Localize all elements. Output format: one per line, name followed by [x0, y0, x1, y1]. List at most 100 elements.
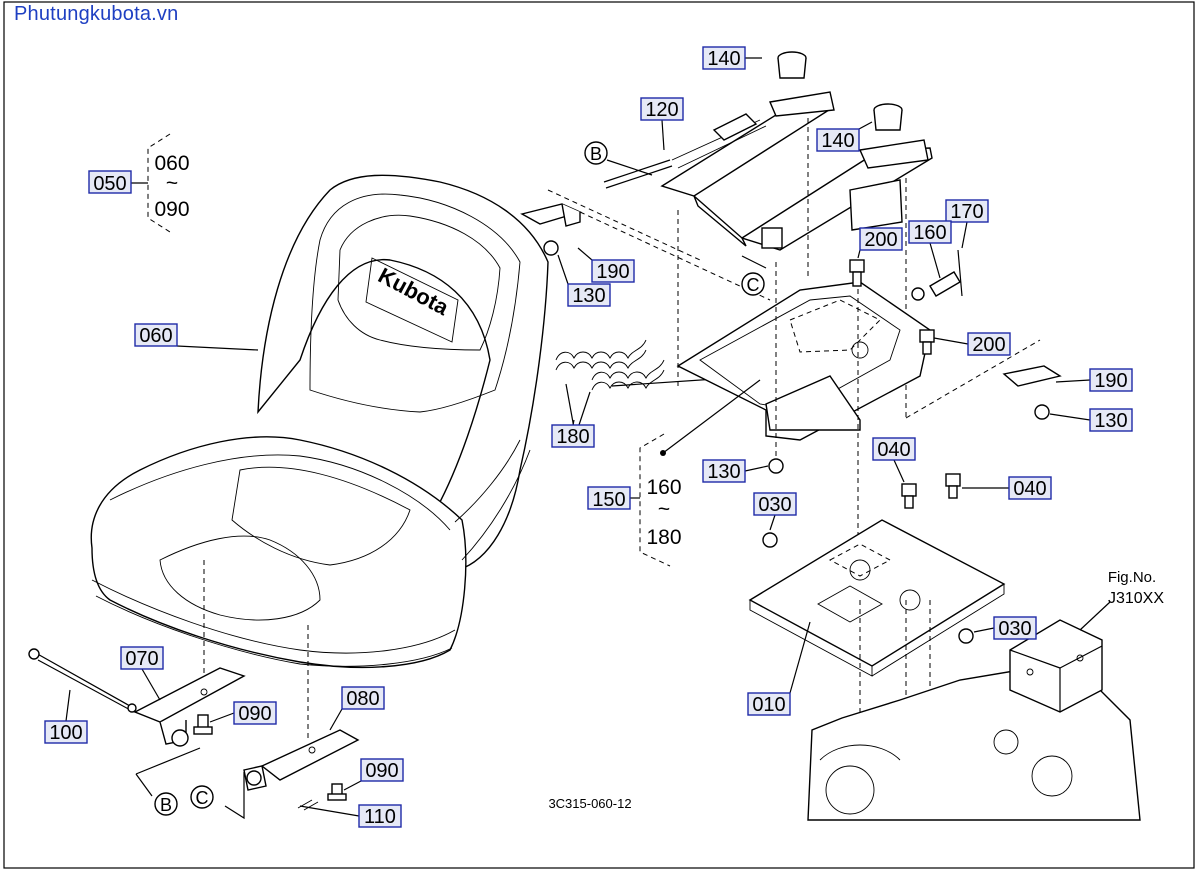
callout-leader [961, 221, 968, 249]
bracket-080 [243, 729, 360, 811]
callout-leader [209, 712, 235, 723]
callout-box [640, 97, 684, 121]
part-number-190[interactable]: 190 [596, 261, 629, 283]
callout-leader [661, 119, 665, 151]
callout-leader [557, 254, 569, 285]
callout-leader [893, 459, 905, 483]
callout-leader [744, 465, 769, 472]
view-arrows-top: B C [584, 141, 767, 296]
group-050-label: 050 [93, 173, 126, 195]
bracket-190-right [905, 339, 1062, 420]
group-050: 050 060 ~ 090 [88, 133, 190, 233]
callout-leader [1055, 379, 1091, 383]
callout-leader [857, 249, 861, 259]
callout-box [44, 720, 88, 744]
part-number-090[interactable]: 090 [238, 703, 271, 725]
part-number-030[interactable]: 030 [998, 618, 1031, 640]
part-number-010[interactable]: 010 [752, 694, 785, 716]
part-number-140[interactable]: 140 [821, 130, 854, 152]
callout-box [591, 259, 635, 283]
part-number-070[interactable]: 070 [125, 648, 158, 670]
part-number-030[interactable]: 030 [758, 494, 791, 516]
group-150-from: 160 [646, 476, 681, 499]
housing [807, 601, 1141, 821]
bracket-190-left [520, 189, 771, 301]
callout-box [945, 199, 989, 223]
callout-box [967, 332, 1011, 356]
part-number-040[interactable]: 040 [877, 439, 910, 461]
callout-box [859, 227, 903, 251]
callout-box [567, 283, 611, 307]
rail-assembly [603, 51, 933, 418]
part-number-130[interactable]: 130 [707, 461, 740, 483]
callout-box [120, 646, 164, 670]
part-number-130[interactable]: 130 [1094, 410, 1127, 432]
callout-leader [329, 708, 343, 731]
figure-code: 3C315-060-12 [548, 796, 631, 811]
part-number-200[interactable]: 200 [864, 229, 897, 251]
suspension-plate [676, 262, 931, 560]
seat-drawing: Kubota [90, 174, 549, 740]
part-number-040[interactable]: 040 [1013, 478, 1046, 500]
group-150-tilde: ~ [658, 498, 670, 521]
callout-leader [343, 780, 362, 791]
part-number-090[interactable]: 090 [365, 760, 398, 782]
callout-leader [858, 121, 873, 130]
callout-leader [577, 247, 593, 261]
callout-box [360, 758, 404, 782]
watermark: Phutungkubota.vn [14, 3, 179, 25]
base-plate-010 [748, 519, 1006, 820]
callout-leader [572, 419, 575, 426]
fig-no-label: Fig.No. [1108, 569, 1156, 586]
callout-box [993, 616, 1037, 640]
part-number-130[interactable]: 130 [572, 285, 605, 307]
part-number-190[interactable]: 190 [1094, 370, 1127, 392]
callout-leader [933, 337, 969, 345]
group-050-to: 090 [154, 198, 189, 221]
group-050-tilde: ~ [166, 172, 178, 195]
group-150-to: 180 [646, 526, 681, 549]
callout-box [1008, 476, 1052, 500]
callout-leader [929, 242, 941, 279]
part-number-080[interactable]: 080 [346, 688, 379, 710]
callout-box [702, 459, 746, 483]
callout-box [358, 804, 402, 828]
callout-leader [973, 627, 995, 633]
callouts: 1401201401701602001901302000601801901301… [44, 46, 1133, 828]
fig-no-value: J310XX [1108, 590, 1164, 607]
callout-box [134, 323, 178, 347]
part-number-140[interactable]: 140 [707, 48, 740, 70]
view-arrows-bottom: B C [135, 747, 245, 820]
callout-box [908, 220, 952, 244]
part-number-100[interactable]: 100 [49, 722, 82, 744]
callout-leader [65, 689, 71, 722]
callout-leader [1049, 413, 1091, 421]
callout-box [816, 128, 860, 152]
callout-leader [141, 668, 161, 701]
fasteners [762, 249, 974, 644]
part-number-180[interactable]: 180 [556, 426, 589, 448]
part-number-060[interactable]: 060 [139, 325, 172, 347]
part-number-120[interactable]: 120 [645, 99, 678, 121]
group-150-label: 150 [592, 489, 625, 511]
bracket-070 [28, 648, 246, 747]
callout-box [551, 424, 595, 448]
part-number-200[interactable]: 200 [972, 334, 1005, 356]
callout-box [872, 437, 916, 461]
view-mark-b-top: B [590, 144, 602, 164]
view-mark-c-top: C [747, 275, 760, 295]
part-number-160[interactable]: 160 [913, 222, 946, 244]
callout-box [233, 701, 277, 725]
callout-box [702, 46, 746, 70]
group-150: 150 160 ~ 180 [587, 379, 761, 567]
part-number-170[interactable]: 170 [950, 201, 983, 223]
callout-leader [299, 805, 360, 817]
callout-box [1089, 408, 1133, 432]
part-number-110[interactable]: 110 [364, 806, 396, 828]
callout-leader [789, 621, 811, 694]
diagram-border [3, 1, 1195, 869]
callout-leader [769, 514, 776, 531]
callout-box [753, 492, 797, 516]
